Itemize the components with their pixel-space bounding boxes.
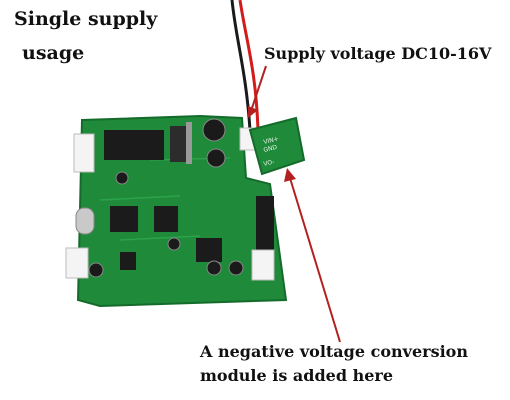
black-wire [230, 0, 252, 131]
ic-chip [110, 206, 138, 232]
voltage-regulator [170, 126, 190, 162]
capacitor [206, 148, 226, 168]
module-marking-vin: VIN+ [263, 135, 280, 146]
supply-voltage-label: Supply voltage DC10-16V [264, 44, 492, 63]
ic-chip [154, 206, 178, 232]
ic-chip [196, 238, 222, 262]
ic-chip-large [104, 130, 164, 160]
left-connector [73, 133, 95, 173]
capacitor [115, 171, 129, 185]
ic-chip [120, 252, 136, 270]
title-line-1: Single supply [14, 8, 158, 30]
module-label-line-2: module is added here [200, 366, 394, 385]
module-label-line-1: A negative voltage conversion [200, 342, 468, 361]
capacitor [206, 260, 222, 276]
supply-arrow [248, 65, 267, 118]
module-arrow [284, 168, 341, 343]
red-wire [238, 0, 260, 131]
negative-voltage-module [248, 116, 306, 176]
title-line-2: usage [22, 42, 85, 64]
module-marking-vo: VO- [263, 158, 275, 167]
capacitor [202, 118, 226, 142]
right-connector [251, 249, 275, 281]
crystal [75, 207, 95, 235]
module-marking-gnd: GND [263, 144, 278, 154]
capacitor [228, 260, 244, 276]
pin-header [256, 196, 274, 252]
left-connector-bottom [65, 247, 89, 279]
regulator-tab [186, 122, 192, 164]
capacitor [88, 262, 104, 278]
capacitor [167, 237, 181, 251]
